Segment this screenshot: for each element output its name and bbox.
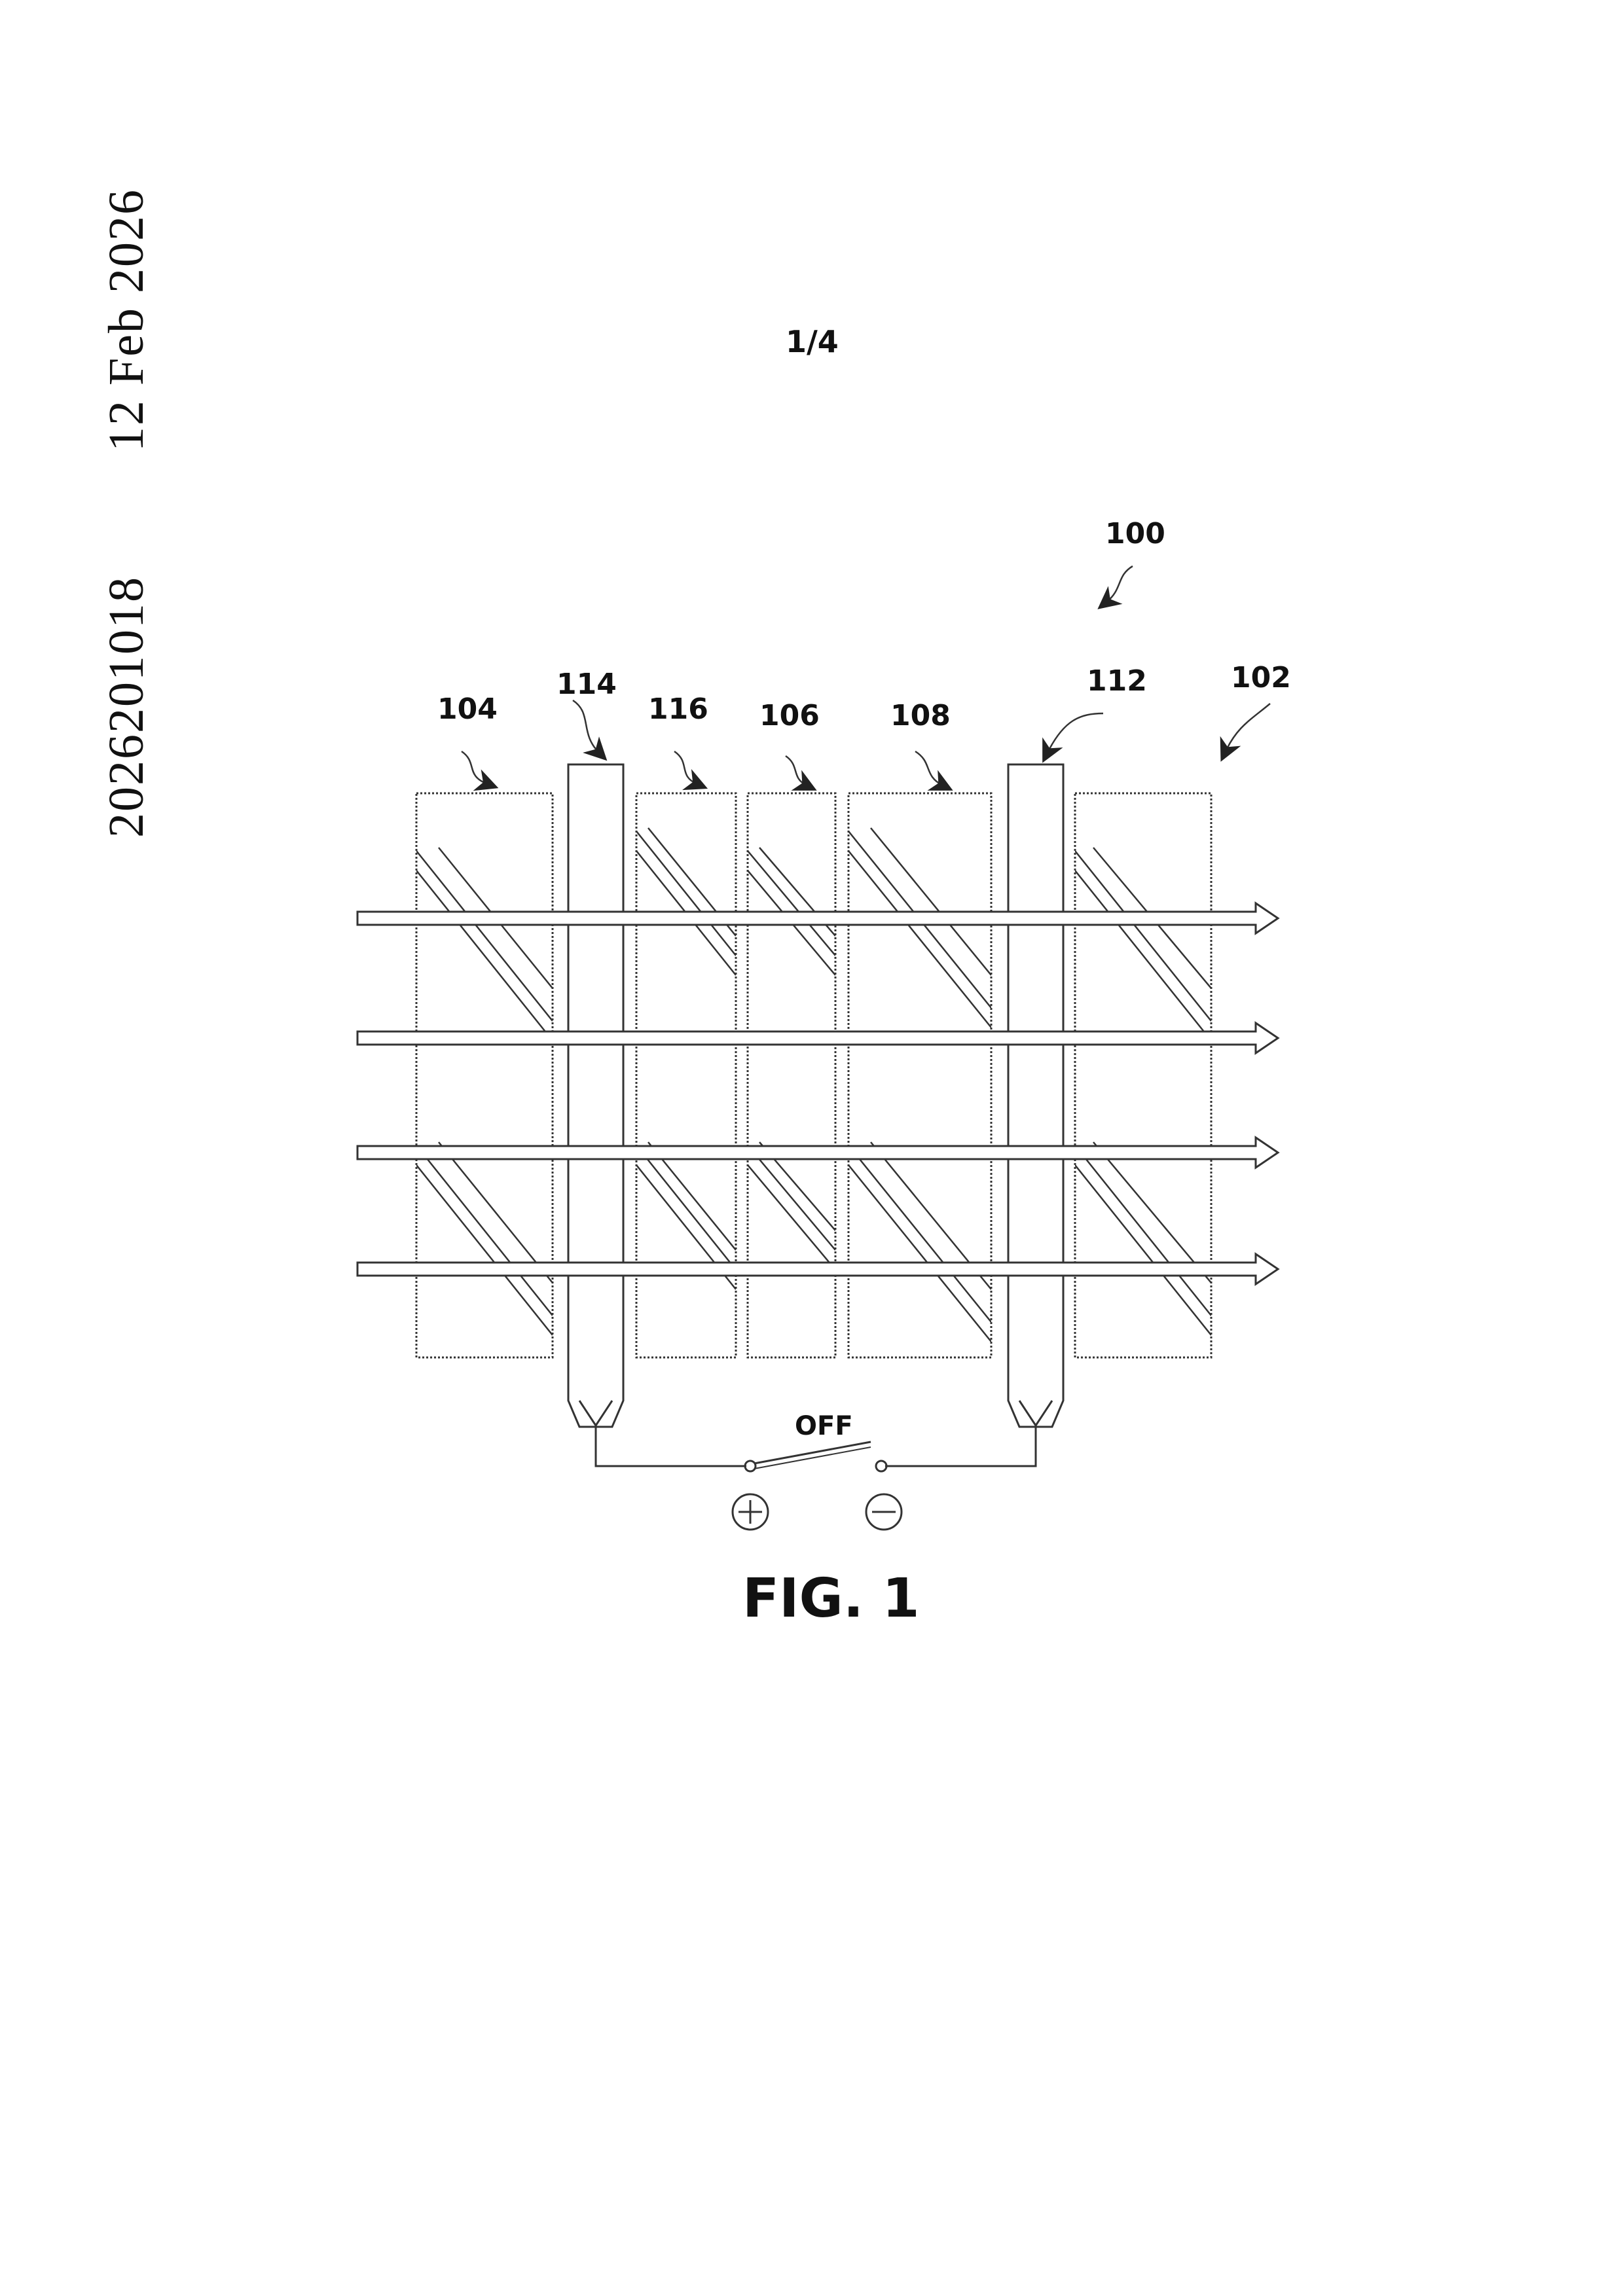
- figure-caption: FIG. 1: [742, 1568, 920, 1630]
- ref-104: 104: [437, 692, 498, 726]
- circuit-wire-right: [885, 1427, 1036, 1466]
- ref-100: 100: [1105, 517, 1165, 550]
- ref-116: 116: [648, 692, 708, 726]
- switch-contact-left: [745, 1461, 756, 1471]
- switch-contact-right: [876, 1461, 886, 1471]
- ref-112: 112: [1087, 664, 1147, 698]
- electrode-114: [568, 764, 623, 1427]
- ref-108: 108: [890, 699, 951, 732]
- switch-lever[interactable]: [754, 1442, 871, 1463]
- ref-106: 106: [759, 699, 820, 732]
- light-arrow-4: [357, 1254, 1278, 1284]
- electrode-112: [1008, 764, 1063, 1427]
- ref-114: 114: [556, 668, 617, 701]
- ref-102: 102: [1231, 661, 1291, 694]
- switch-state-label: OFF: [795, 1411, 853, 1441]
- light-arrow-2: [357, 1023, 1278, 1053]
- light-arrow-3: [357, 1138, 1278, 1168]
- circuit-wire-left: [596, 1427, 746, 1466]
- light-arrow-1: [357, 903, 1278, 933]
